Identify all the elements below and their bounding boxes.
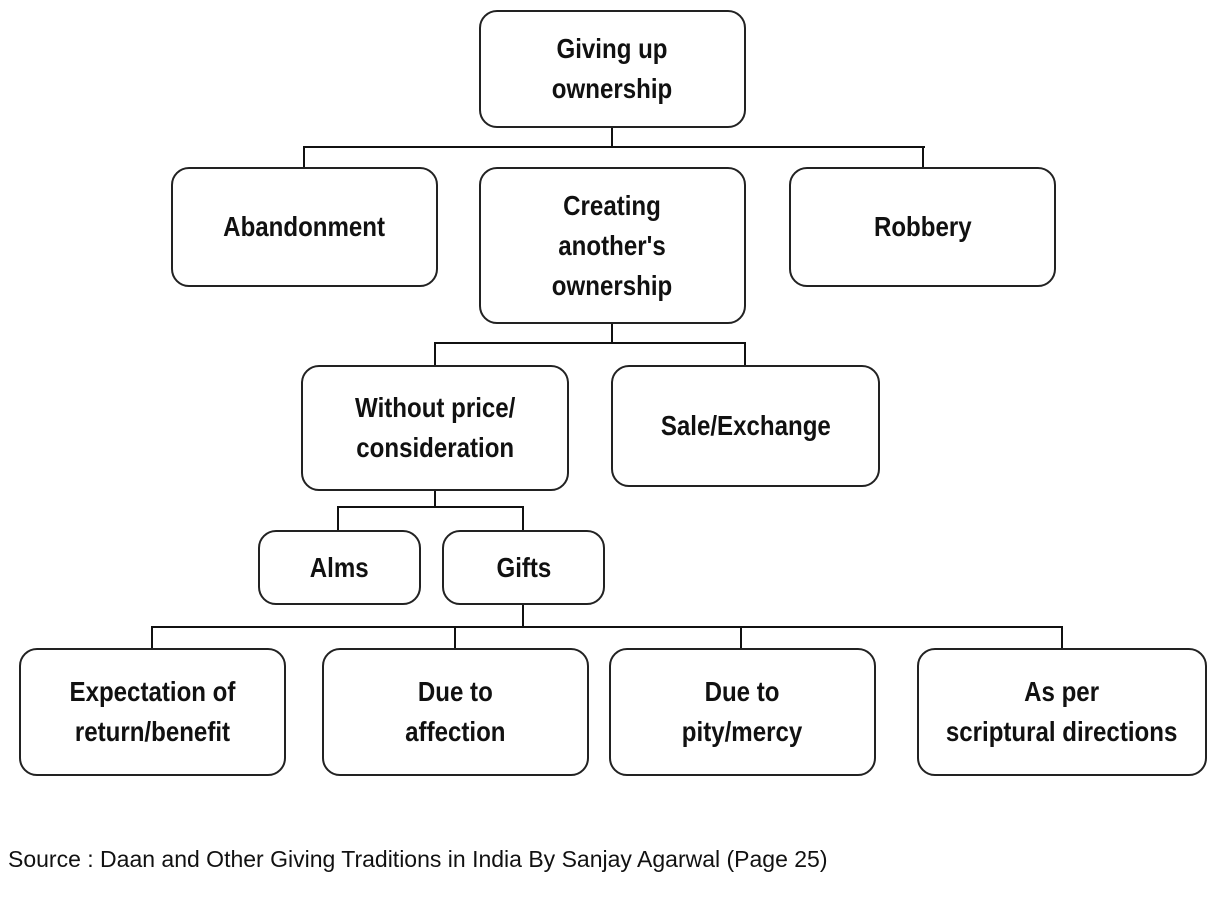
connector	[522, 603, 524, 628]
node-abandonment: Abandonment	[171, 167, 438, 287]
node-label: Robbery	[873, 211, 972, 242]
connector	[740, 626, 742, 649]
node-label: As per scriptural directions	[946, 676, 1178, 747]
connector	[434, 342, 436, 366]
connector	[454, 626, 456, 649]
connector	[611, 127, 613, 148]
connector	[337, 506, 524, 508]
node-scriptural: As per scriptural directions	[917, 648, 1207, 776]
connector	[744, 342, 746, 366]
node-creating-ownership: Creating another's ownership	[479, 167, 746, 324]
connector	[434, 489, 436, 508]
connector	[151, 626, 1063, 628]
node-giving-up-ownership: Giving up ownership	[479, 10, 746, 128]
node-pity: Due to pity/mercy	[609, 648, 876, 776]
node-label: Alms	[310, 551, 369, 583]
node-label: Gifts	[496, 551, 551, 583]
node-label: Giving up ownership	[552, 33, 673, 104]
connector	[522, 506, 524, 531]
node-label: Due to affection	[405, 676, 506, 747]
source-caption: Source : Daan and Other Giving Tradition…	[8, 846, 828, 872]
node-gifts: Gifts	[442, 530, 605, 605]
connector	[434, 342, 746, 344]
connector	[303, 146, 305, 168]
node-label: Sale/Exchange	[660, 410, 831, 441]
node-label: Abandonment	[223, 211, 386, 242]
node-alms: Alms	[258, 530, 421, 605]
node-label: Expectation of return/benefit	[69, 676, 236, 747]
node-label: Due to pity/mercy	[682, 676, 803, 747]
node-affection: Due to affection	[322, 648, 589, 776]
node-label: Without price/ consideration	[354, 392, 516, 463]
node-label: Creating another's ownership	[552, 189, 673, 301]
node-sale-exchange: Sale/Exchange	[611, 365, 880, 487]
node-without-price: Without price/ consideration	[301, 365, 569, 491]
node-expectation: Expectation of return/benefit	[19, 648, 286, 776]
connector	[303, 146, 925, 148]
connector	[611, 322, 613, 344]
node-robbery: Robbery	[789, 167, 1056, 287]
connector	[151, 626, 153, 649]
connector	[922, 146, 924, 168]
connector	[1061, 626, 1063, 649]
connector	[337, 506, 339, 531]
